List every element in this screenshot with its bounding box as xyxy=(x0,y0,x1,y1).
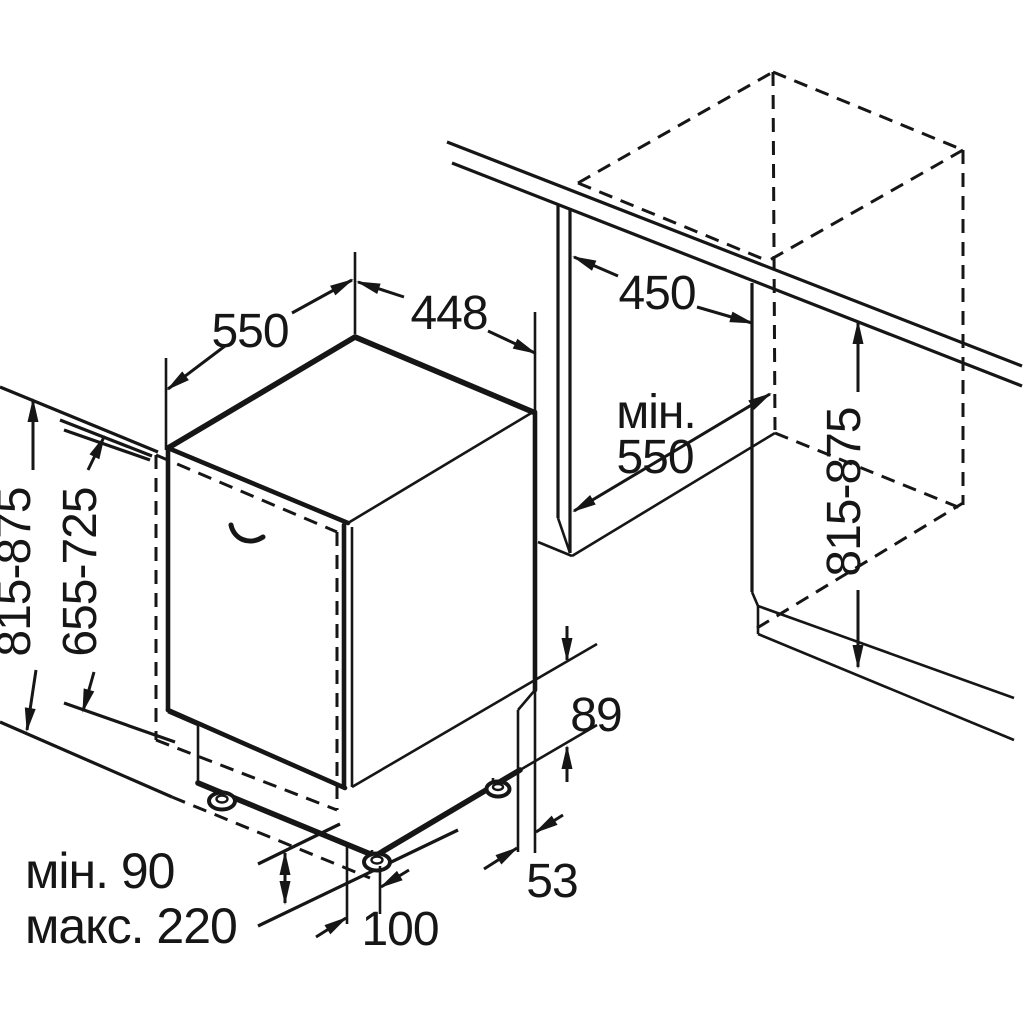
niche-dashed-box xyxy=(577,70,965,630)
label-appliance-width: 448 xyxy=(410,287,487,340)
label-appliance-depth: 550 xyxy=(211,305,288,358)
adjustable-foot-front xyxy=(362,850,392,873)
label-plinth-min: мін. 90 xyxy=(25,843,175,899)
extension-lines xyxy=(164,252,598,924)
label-base-height: 89 xyxy=(570,689,621,742)
label-base-offset: 53 xyxy=(526,855,577,908)
niche-walls xyxy=(537,205,1015,742)
label-appliance-height: 815-875 xyxy=(0,487,41,656)
label-plinth-max: макс. 220 xyxy=(25,898,237,954)
countertop xyxy=(446,140,1023,388)
door-handle-recess xyxy=(228,522,266,544)
dimension-arrows xyxy=(24,255,864,939)
label-niche-width: 450 xyxy=(618,267,695,320)
adjustable-foot-back xyxy=(484,778,512,799)
label-niche-depth-value: 550 xyxy=(616,431,693,484)
dimension-labels: 550 448 450 мін. 550 815-875 655-725 815… xyxy=(0,267,871,956)
label-panel-height: 655-725 xyxy=(54,487,107,656)
label-niche-height: 815-875 xyxy=(818,407,871,576)
dishwasher-outline xyxy=(165,334,538,873)
label-plinth-setback: 100 xyxy=(361,903,438,956)
adjustable-foot-left xyxy=(207,789,237,812)
label-niche-depth-word: мін. xyxy=(616,386,696,439)
furniture-panel-dashed xyxy=(154,453,339,812)
